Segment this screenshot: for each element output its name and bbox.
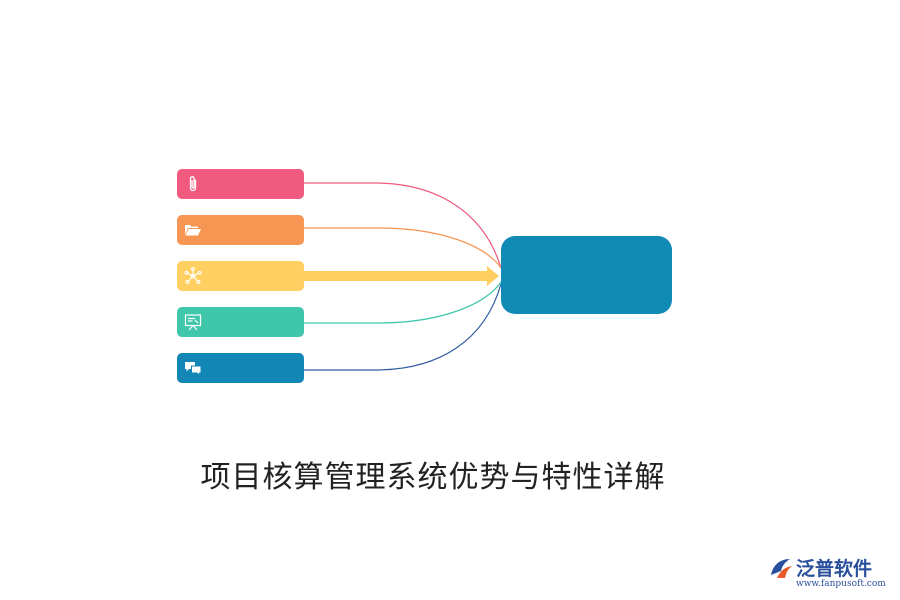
connector-arrow-3 xyxy=(304,266,499,286)
presentation-board-icon xyxy=(184,314,202,331)
connector-line-4 xyxy=(304,281,502,324)
connector-line-5 xyxy=(304,283,502,371)
connector-line-2 xyxy=(304,227,502,269)
diagram-node-3[interactable] xyxy=(177,261,304,291)
connector-line-1 xyxy=(304,182,502,269)
diagram-node-2[interactable] xyxy=(177,215,304,245)
brand-name: 泛普软件 xyxy=(796,558,873,580)
brand-logo[interactable]: 泛普软件 www.fanpusoft.com xyxy=(768,552,892,592)
paperclip-icon xyxy=(189,176,197,192)
diagram-node-1[interactable] xyxy=(177,169,304,199)
chat-bubbles-icon xyxy=(185,362,202,377)
fanpu-logo-icon xyxy=(771,559,792,578)
diagram-node-4[interactable] xyxy=(177,307,304,337)
diagram-node-5[interactable] xyxy=(177,353,304,383)
network-icon xyxy=(184,267,202,284)
central-node[interactable] xyxy=(501,236,672,314)
folder-open-icon xyxy=(185,225,201,236)
brand-url: www.fanpusoft.com xyxy=(796,579,886,589)
page-title: 项目核算管理系统优势与特性详解 xyxy=(200,460,666,495)
